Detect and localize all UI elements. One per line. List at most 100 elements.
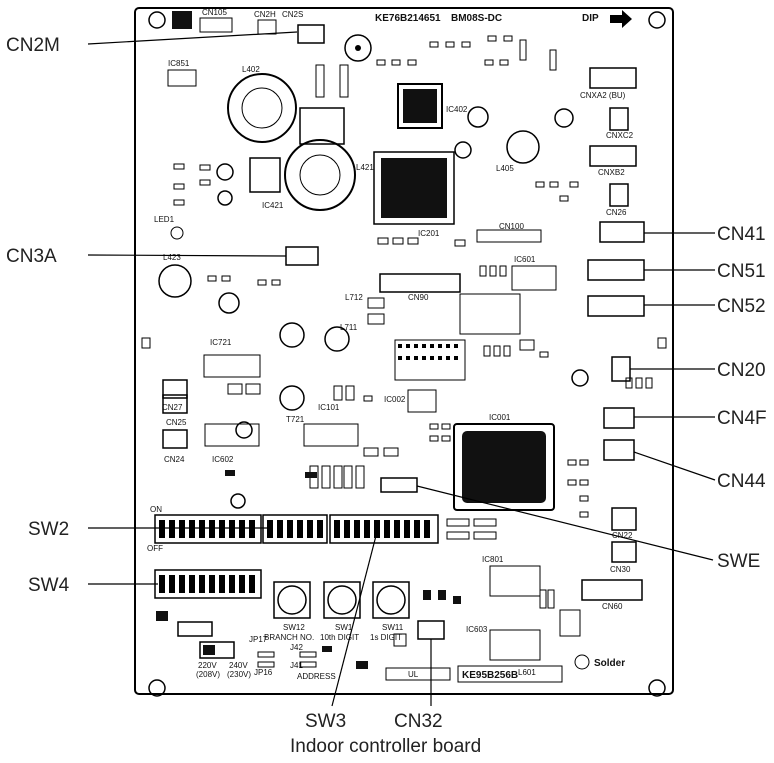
- board-model: BM08S-DC: [451, 13, 502, 24]
- sw2-dip-switch: [262, 514, 328, 544]
- cn105-label: CN105: [202, 8, 227, 17]
- cn2m-connector: [297, 24, 325, 44]
- callout-cn20: CN20: [717, 360, 766, 381]
- mounting-hole-bottom-right: [648, 679, 666, 697]
- cn3a-leader-line: [87, 254, 287, 257]
- ic721-label: IC721: [210, 338, 232, 347]
- board-header-code: KE76B214651: [375, 13, 441, 24]
- ic402-label: IC402: [446, 105, 468, 114]
- callout-cn32: CN32: [394, 711, 443, 732]
- swe-switch: [380, 477, 418, 493]
- ic101-label: IC101: [318, 403, 340, 412]
- dip-arrow-icon: [610, 10, 632, 28]
- led1-label: LED1: [154, 215, 175, 224]
- branch-no-label: BRANCH NO.: [264, 633, 314, 642]
- callout-cn41: CN41: [717, 224, 766, 245]
- cn27-label: CN27: [162, 403, 183, 412]
- right-connectors: CNXA2 (BU) CNXC2 CNXB2 CN26 CN22 CN30 CN…: [580, 67, 645, 611]
- l712-label: L712: [345, 293, 363, 302]
- cn2m-leader-line: [87, 31, 298, 45]
- t721-label: T721: [286, 415, 305, 424]
- l421-label: L421: [356, 163, 374, 172]
- tenth-digit-label: 10th DIGIT: [320, 633, 359, 642]
- ul-label: UL: [408, 670, 419, 679]
- cn60-label: CN60: [602, 602, 623, 611]
- cn52-connector: [587, 295, 645, 317]
- smd-components: [173, 35, 653, 609]
- cnxb2-label: CNXB2: [598, 168, 625, 177]
- jp16-label: JP16: [254, 668, 273, 677]
- corner-marker: [172, 11, 192, 29]
- callout-labels: CN2M CN3A SW2 SW4 SW3 CN32 CN41 CN51 CN5…: [6, 35, 767, 732]
- sw11-label: SW11: [382, 623, 404, 632]
- ic001-label: IC001: [489, 413, 511, 422]
- callout-cn2m: CN2M: [6, 35, 60, 56]
- callout-sw3: SW3: [305, 711, 346, 732]
- ic421-label: IC421: [262, 201, 284, 210]
- v240-label: 240V: [229, 661, 248, 670]
- l423-label: L423: [163, 253, 181, 262]
- smd-black-pads: [225, 452, 496, 652]
- ic002-chip: IC002: [384, 389, 437, 413]
- cn41-connector: [599, 221, 645, 243]
- mounting-hole-top-right: [648, 11, 666, 29]
- mounting-hole-top-left: [148, 11, 166, 29]
- cnxa2-label: CNXA2 (BU): [580, 91, 626, 100]
- v208-label: (208V): [196, 670, 220, 679]
- ic601-label: IC601: [514, 255, 536, 264]
- v230-label: (230V): [227, 670, 251, 679]
- callout-cn52: CN52: [717, 296, 766, 317]
- ic851-label: IC851: [168, 59, 190, 68]
- first-digit-label: 1s DIGIT: [370, 633, 402, 642]
- ic201-chip: IC201: [373, 151, 455, 238]
- callout-cn4f: CN4F: [717, 408, 767, 429]
- on-label: ON: [150, 505, 162, 514]
- address-label: ADDRESS: [297, 672, 336, 681]
- callout-sw2: SW2: [28, 519, 69, 540]
- callout-swe: SWE: [717, 551, 760, 572]
- board-header: CN105 CN2H CN2S KE76B214651 BM08S-DC DIP: [172, 8, 632, 35]
- voltage-selector: 220V (208V) 240V (230V) JP17 JP16 J42 J4…: [156, 611, 317, 679]
- diagram-caption: Indoor controller board: [290, 736, 481, 757]
- sw1-rotary-switch: [327, 585, 357, 615]
- cn30-label: CN30: [610, 565, 631, 574]
- l601-label: L601: [518, 668, 536, 677]
- board-footer-code: KE95B256B: [462, 670, 518, 681]
- callout-cn3a: CN3A: [6, 246, 57, 267]
- electrolytic-capacitor: [227, 73, 297, 143]
- ic603-label: IC603: [466, 625, 488, 634]
- j42-label: J42: [290, 643, 303, 652]
- ic402-chip: IC402: [397, 83, 468, 129]
- ic801-label: IC801: [482, 555, 504, 564]
- jp17-label: JP17: [249, 635, 268, 644]
- l402-label: L402: [242, 65, 260, 74]
- cn2s-label: CN2S: [282, 10, 303, 19]
- l711-label: L711: [340, 323, 358, 332]
- dip-label: DIP: [582, 13, 599, 24]
- cn2h-label: CN2H: [254, 10, 276, 19]
- callout-cn51: CN51: [717, 261, 766, 282]
- callout-leader-lines: [87, 31, 716, 707]
- cn25-label: CN25: [166, 418, 187, 427]
- dip-switch-bank-left: [154, 514, 262, 544]
- l405-label: L405: [496, 164, 514, 173]
- left-connectors: CN27 CN25 CN24: [141, 337, 667, 464]
- cn90-label: CN90: [408, 293, 429, 302]
- cn44-connector: [603, 439, 635, 461]
- swe-leader-line: [416, 485, 714, 561]
- callout-sw4: SW4: [28, 575, 70, 596]
- off-label: OFF: [147, 544, 163, 553]
- cn44-leader-line: [633, 451, 716, 481]
- rotary-switches: SW12 SW1 SW11 BRANCH NO. 10th DIGIT 1s D…: [264, 581, 410, 681]
- cnxc2-label: CNXC2: [606, 131, 634, 140]
- cn105-connector: [199, 17, 233, 33]
- ic001-chip: IC001: [453, 413, 555, 511]
- dip-switch-row-2: [154, 569, 262, 599]
- board-footer: UL KE95B256B Solder: [356, 609, 625, 683]
- v220-label: 220V: [198, 661, 217, 670]
- solder-label: Solder: [594, 658, 625, 669]
- j41-label: J41: [290, 661, 303, 670]
- ic201-label: IC201: [418, 229, 440, 238]
- callout-cn44: CN44: [717, 471, 766, 492]
- ic602-label: IC602: [212, 455, 234, 464]
